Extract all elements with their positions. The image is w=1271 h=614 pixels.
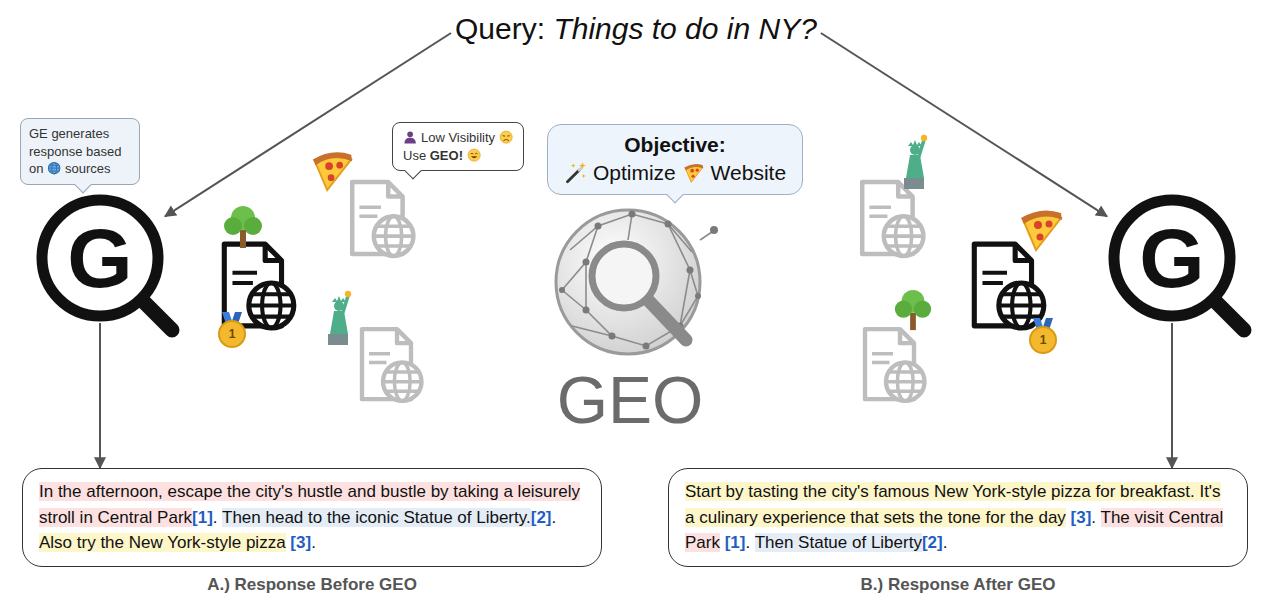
objective-bubble: Objective: Optimize Website xyxy=(547,124,803,195)
node-text: Query: xyxy=(455,12,545,45)
speech-bubble: Low Visibility Use GEO! xyxy=(392,122,524,171)
panel-caption: B.) Response After GEO xyxy=(861,575,1056,595)
inline-icon xyxy=(47,161,61,175)
node-text: Objective: xyxy=(624,133,726,156)
logo-wordmark: GEO xyxy=(557,362,704,438)
inline-icon xyxy=(499,130,513,144)
flow-arrow xyxy=(1171,323,1173,468)
web-document xyxy=(974,244,1044,328)
web-document xyxy=(352,182,413,256)
node-text: sources xyxy=(65,161,111,176)
node-text: Also try the New York-style pizza xyxy=(39,533,286,552)
inline-icon xyxy=(467,148,481,162)
web-document xyxy=(362,329,422,401)
inline-icon xyxy=(682,161,705,184)
node-text: . xyxy=(311,533,316,552)
search-engine-logo: G xyxy=(1107,193,1237,323)
geo-logo xyxy=(556,210,718,354)
node-text: . xyxy=(213,508,218,527)
tree-icon xyxy=(224,206,262,248)
node-text: [1] xyxy=(192,508,213,527)
node-text: [2] xyxy=(922,533,943,552)
node-text: [2] xyxy=(531,508,552,527)
node-text: [3] xyxy=(1071,508,1092,527)
search-engine-logo: G xyxy=(35,193,165,323)
web-document xyxy=(862,182,923,256)
node-text: . xyxy=(745,533,750,552)
panel-caption: A.) Response Before GEO xyxy=(207,575,417,595)
node-text: . xyxy=(1091,508,1096,527)
statue-icon xyxy=(904,135,927,189)
node-text: [1] xyxy=(725,533,746,552)
pizza-icon xyxy=(313,152,352,190)
flow-arrow xyxy=(821,33,1107,216)
pizza-icon xyxy=(1021,210,1062,250)
query-text: Query: Things to do in NY? xyxy=(455,12,817,46)
node-text: Then head to the iconic Statue of Libert… xyxy=(222,508,531,527)
medal-number: 1 xyxy=(1040,333,1047,347)
node-text: Things to do in NY? xyxy=(553,12,816,45)
node-text: . xyxy=(943,533,948,552)
statue-icon xyxy=(328,291,351,345)
medal-number: 1 xyxy=(229,327,236,341)
inline-icon xyxy=(403,130,417,144)
inline-icon xyxy=(564,161,587,184)
response-box: In the afternoon, escape the city's hust… xyxy=(22,468,602,567)
tree-icon xyxy=(895,290,931,330)
flow-arrow xyxy=(99,323,101,468)
node-text: GEO! xyxy=(430,148,463,163)
node-text: . xyxy=(552,508,557,527)
response-box: Start by tasting the city's famous New Y… xyxy=(668,468,1248,567)
node-text: Use xyxy=(403,148,426,163)
node-text: Website xyxy=(711,161,786,184)
node-text: Optimize xyxy=(593,161,676,184)
node-text: Then Statue of Liberty xyxy=(755,533,922,552)
node-text: G xyxy=(1139,216,1204,300)
medal xyxy=(1030,318,1056,353)
callout-bubble: GE generates response based on sources xyxy=(20,118,140,185)
web-document xyxy=(865,329,925,401)
node-text: Low Visibility xyxy=(421,130,495,145)
node-text: [3] xyxy=(290,533,311,552)
medal xyxy=(219,312,245,347)
node-text: G xyxy=(67,216,132,300)
